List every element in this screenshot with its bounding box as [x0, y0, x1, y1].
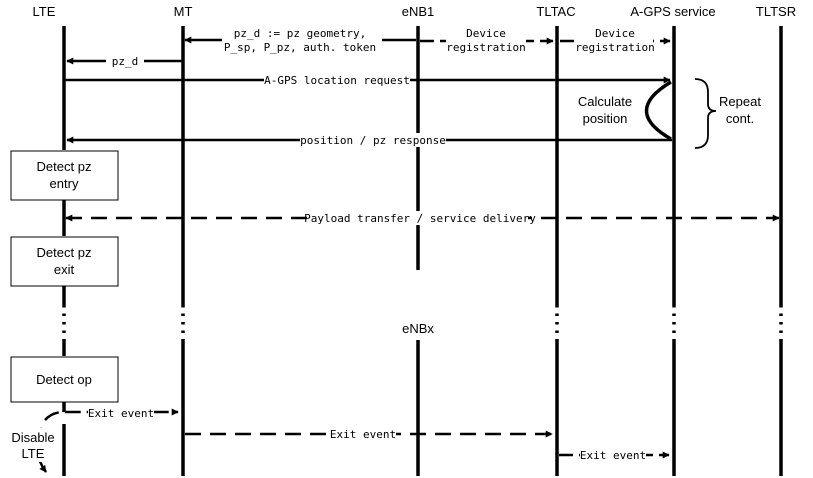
- message-position-response-label-bg: [300, 133, 446, 147]
- disable-lte-line1: Disable: [11, 430, 54, 445]
- message-pz-d-label: pz_d: [112, 55, 139, 68]
- message-pz-d-label-bg: [106, 54, 144, 68]
- exit-event-1-arrow: [44, 408, 179, 421]
- exit-event-1-label-bg: [88, 406, 154, 420]
- calculate-position-label-bg: [574, 93, 636, 127]
- lifeline-label-lte: LTE: [33, 4, 56, 19]
- message-position-response-label: position / pz response: [300, 134, 446, 147]
- detect-pz-entry-line1: Detect pz: [37, 159, 92, 174]
- calculate-position-line2: position: [583, 111, 628, 126]
- exit-event-3-label-bg: [580, 448, 646, 462]
- calculate-position-line1: Calculate: [578, 94, 632, 109]
- exit-event-2-label: Exit event: [330, 428, 396, 441]
- repeat-brace: [694, 78, 717, 149]
- repeat-label-line1: Repeat: [719, 94, 761, 109]
- message-device-registration-2-label-bg: [577, 26, 653, 56]
- message-payload-transfer-label-bg: [312, 211, 528, 225]
- detect-pz-exit-box: [10, 236, 119, 287]
- message-device-registration-2-line1: Device: [595, 27, 635, 40]
- lifeline-label-tltsr: TLTSR: [756, 4, 796, 19]
- lifeline-label-agps: A-GPS service: [630, 4, 715, 19]
- message-payload-transfer-label: Payload transfer / service delivery: [304, 212, 536, 225]
- message-device-registration-1-line2: registration: [446, 41, 525, 54]
- calculate-position-arc: [644, 80, 672, 141]
- message-agps-request-label: A-GPS location request: [264, 74, 410, 87]
- message-agps-request-label-bg: [264, 73, 410, 87]
- exit-event-3-label: Exit event: [580, 449, 646, 462]
- detect-op-box: [10, 356, 119, 403]
- detect-pz-exit-line1: Detect pz: [37, 245, 92, 260]
- lifeline-label-tltac: TLTAC: [536, 4, 575, 19]
- message-device-registration-2-line2: registration: [575, 41, 654, 54]
- disable-lte-line2: LTE: [22, 446, 45, 461]
- message-pz-definition-label-bg: [222, 26, 382, 56]
- message-pz-definition-line1: pz_d := pz geometry,: [234, 27, 366, 40]
- lifeline-label-enb1: eNB1: [402, 4, 435, 19]
- disable-lte-label-bg: [8, 428, 56, 462]
- message-device-registration-1-label-bg: [446, 26, 526, 56]
- lifeline-label-enbx: eNBx: [402, 321, 434, 336]
- repeat-label-line2: cont.: [726, 111, 754, 126]
- exit-event-2-label-bg: [330, 427, 396, 441]
- exit-event-1-label: Exit event: [88, 407, 154, 420]
- message-pz-definition-line2: P_sp, P_pz, auth. token: [224, 41, 376, 54]
- detect-pz-exit-line2: exit: [54, 262, 75, 277]
- detect-op-label: Detect op: [36, 372, 92, 387]
- message-device-registration-1-line1: Device: [466, 27, 506, 40]
- detect-pz-entry-line2: entry: [50, 176, 79, 191]
- lifeline-label-mt: MT: [174, 4, 193, 19]
- detect-pz-entry-box: [10, 150, 119, 201]
